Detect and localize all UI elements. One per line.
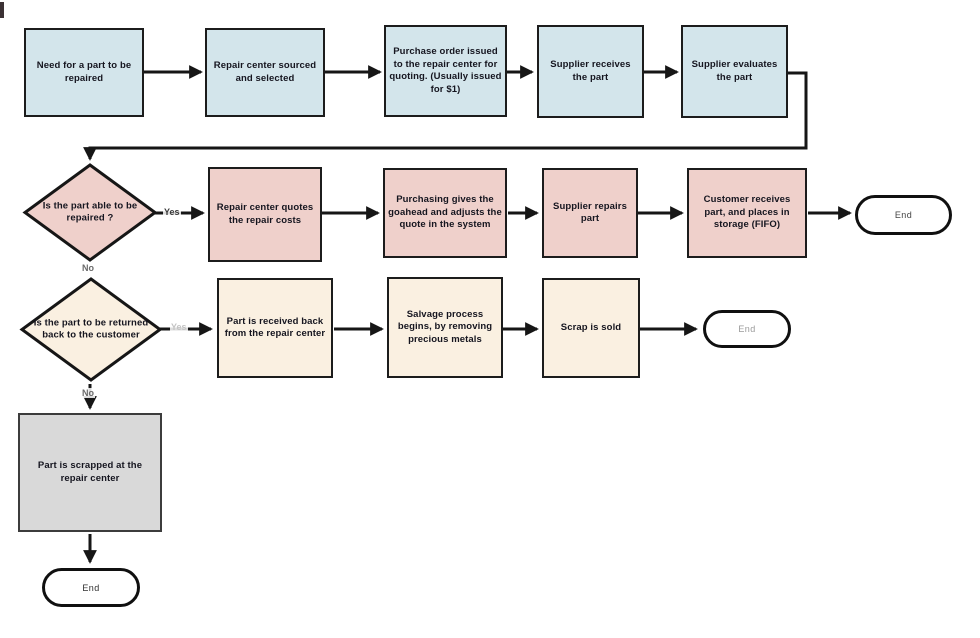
terminator-end-3-label: End: [82, 582, 100, 593]
edge-label-yes-repairable: Yes: [163, 207, 181, 217]
process-supplier-repairs-label: Supplier repairs part: [553, 200, 627, 225]
terminator-end-2: End: [703, 310, 791, 348]
process-purchase-order: Purchase order issued to the repair cent…: [384, 25, 507, 117]
process-part-received-back: Part is received back from the repair ce…: [217, 278, 333, 378]
process-part-received-back-label: Part is received back from the repair ce…: [224, 315, 326, 340]
process-supplier-repairs: Supplier repairs part: [542, 168, 638, 258]
process-quotes-costs: Repair center quotes the repair costs: [208, 167, 322, 262]
process-purchasing-goahead: Purchasing gives the goahead and adjusts…: [383, 168, 507, 258]
process-purchasing-goahead-label: Purchasing gives the goahead and adjusts…: [388, 194, 502, 231]
process-part-scrapped-label: Part is scrapped at the repair center: [37, 460, 143, 484]
decision-part-repairable-label: Is the part able to be repaired ?: [42, 200, 138, 224]
process-scrap-sold: Scrap is sold: [542, 278, 640, 378]
process-scrap-sold-label: Scrap is sold: [560, 321, 622, 333]
process-salvage: Salvage process begins, by removing prec…: [387, 277, 503, 378]
process-purchase-order-label: Purchase order issued to the repair cent…: [389, 46, 502, 95]
process-supplier-evaluates: Supplier evaluates the part: [681, 25, 788, 118]
decision-part-repairable: Is the part able to be repaired ?: [22, 163, 158, 262]
crop-artifact: [0, 2, 4, 18]
decision-return-to-customer: Is the part to be returned back to the c…: [19, 277, 163, 382]
terminator-end-1: End: [855, 195, 952, 235]
process-customer-receives-label: Customer receives part, and places in st…: [703, 194, 791, 231]
process-quotes-costs-label: Repair center quotes the repair costs: [216, 202, 314, 226]
process-salvage-label: Salvage process begins, by removing prec…: [397, 308, 493, 345]
process-supplier-receives: Supplier receives the part: [537, 25, 644, 118]
decision-part-repairable-shape: [22, 163, 158, 262]
process-need-part: Need for a part to be repaired: [24, 28, 144, 117]
process-supplier-evaluates-label: Supplier evaluates the part: [691, 59, 778, 83]
process-need-part-label: Need for a part to be repaired: [36, 60, 132, 84]
process-repair-center-sourced-label: Repair center sourced and selected: [213, 60, 317, 84]
terminator-end-1-label: End: [894, 210, 913, 220]
edge-label-no-repairable: No: [81, 263, 95, 273]
decision-return-to-customer-label: Is the part to be returned back to the c…: [33, 317, 149, 341]
terminator-end-2-label: End: [738, 324, 756, 334]
process-repair-center-sourced: Repair center sourced and selected: [205, 28, 325, 117]
decision-return-to-customer-shape: [19, 277, 163, 382]
process-part-scrapped: Part is scrapped at the repair center: [18, 413, 162, 532]
edge-label-yes-returned: Yes: [170, 322, 188, 332]
edge-label-no-returned: No: [81, 388, 95, 398]
terminator-end-3: End: [42, 568, 140, 607]
process-supplier-receives-label: Supplier receives the part: [550, 59, 631, 83]
process-customer-receives: Customer receives part, and places in st…: [687, 168, 807, 258]
